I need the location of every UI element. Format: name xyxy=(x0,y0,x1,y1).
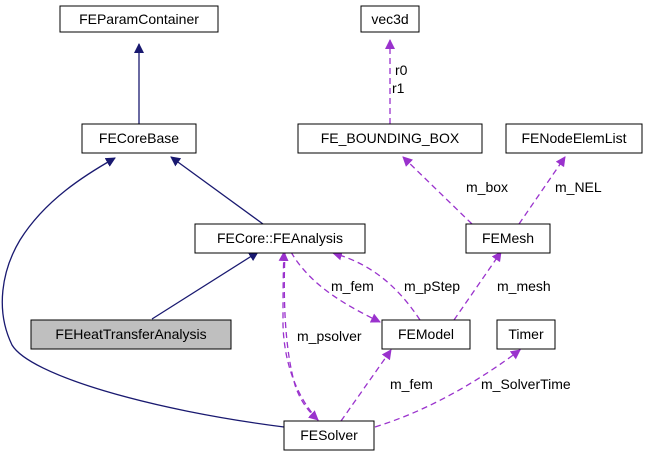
node-fe-param-container[interactable]: FEParamContainer xyxy=(59,5,219,33)
node-label: vec3d xyxy=(371,11,408,27)
edge-label-m-pstep: m_pStep xyxy=(404,278,460,294)
edge-mesh-to-nodeelemlist xyxy=(518,156,566,225)
edge-solver-to-analysis xyxy=(278,251,319,421)
node-fe-core-base[interactable]: FECoreBase xyxy=(81,123,197,154)
node-label: FECoreBase xyxy=(99,130,179,146)
node-label: FECore::FEAnalysis xyxy=(217,230,343,246)
edge-label-r1: r1 xyxy=(392,80,405,96)
node-fe-mesh[interactable]: FEMesh xyxy=(465,223,551,254)
node-fe-analysis[interactable]: FECore::FEAnalysis xyxy=(194,223,366,254)
edge-heattransfer-to-analysis xyxy=(151,251,259,320)
node-fe-model[interactable]: FEModel xyxy=(381,319,471,350)
edge-label-m-psolver: m_psolver xyxy=(297,328,362,344)
usage-edges xyxy=(278,39,566,428)
edge-solver-to-corebase xyxy=(1,157,285,428)
edge-analysis-to-solver xyxy=(283,251,319,421)
node-label: FENodeElemList xyxy=(521,130,626,146)
edge-model-to-analysis xyxy=(332,250,421,321)
edge-label-r0: r0 xyxy=(395,62,408,78)
node-timer[interactable]: Timer xyxy=(496,319,556,350)
node-label: FEParamContainer xyxy=(79,11,199,27)
node-vec3d[interactable]: vec3d xyxy=(360,5,420,33)
node-fe-node-elem-list[interactable]: FENodeElemList xyxy=(505,123,643,154)
edge-label-m-fem-top: m_fem xyxy=(331,278,374,294)
node-fe-heat-transfer-analysis[interactable]: FEHeatTransferAnalysis xyxy=(30,319,232,350)
edge-label-m-fem-bottom: m_fem xyxy=(390,376,433,392)
node-fe-bounding-box[interactable]: FE_BOUNDING_BOX xyxy=(297,123,483,154)
inheritance-edges xyxy=(1,43,285,428)
edge-solver-to-timer xyxy=(374,349,521,428)
edge-solver-to-model xyxy=(340,349,392,422)
node-label: FEHeatTransferAnalysis xyxy=(55,326,206,342)
edge-label-m-solvertime: m_SolverTime xyxy=(481,376,571,392)
edge-mesh-to-model xyxy=(453,251,502,321)
edge-mesh-to-boundingbox xyxy=(402,156,473,225)
node-fe-solver[interactable]: FESolver xyxy=(283,420,375,451)
node-label: FEModel xyxy=(398,326,454,342)
edge-analysis-to-corebase xyxy=(170,156,264,225)
edge-labels: r0 r1 m_box m_NEL m_fem m_pStep m_mesh m… xyxy=(297,62,602,392)
edge-label-m-box: m_box xyxy=(466,179,508,195)
edge-analysis-to-model xyxy=(290,251,381,323)
node-label: Timer xyxy=(508,326,544,342)
edge-label-m-mesh: m_mesh xyxy=(497,278,551,294)
node-label: FESolver xyxy=(300,427,358,443)
node-label: FEMesh xyxy=(482,230,534,246)
node-label: FE_BOUNDING_BOX xyxy=(321,130,460,146)
edge-label-m-nel: m_NEL xyxy=(555,179,602,195)
